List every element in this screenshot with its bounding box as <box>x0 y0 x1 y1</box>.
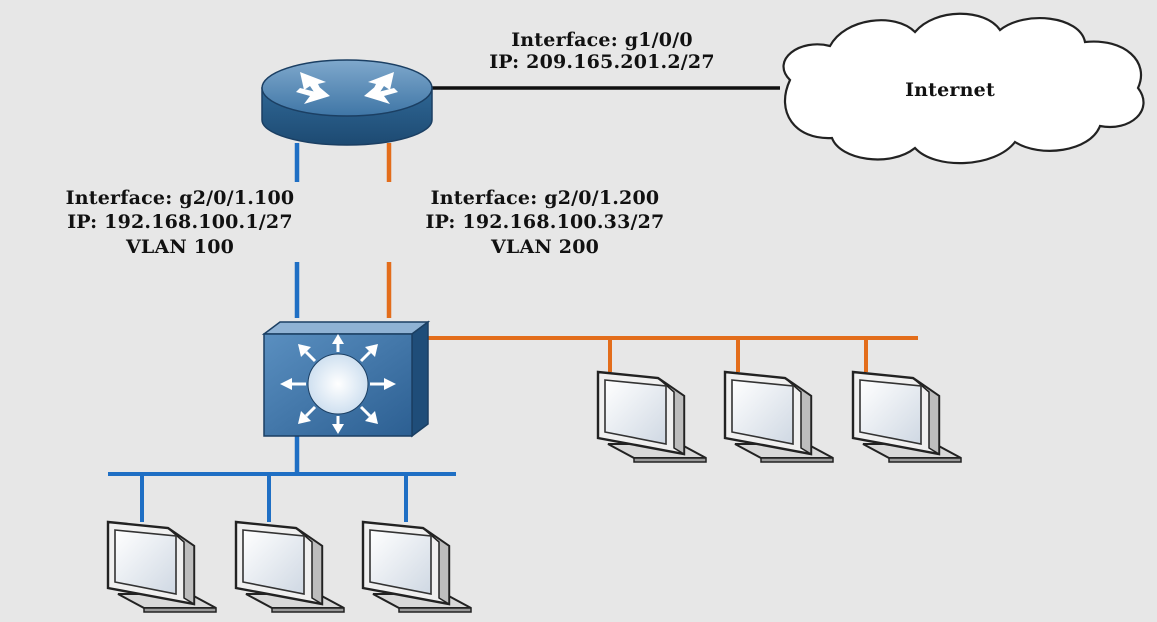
vlan-200-bus <box>426 336 918 372</box>
vlan-100-pc-2 <box>234 520 346 614</box>
subif-100-interface-label: Interface: g2/0/1.100 <box>65 187 295 209</box>
subif-200-vlan-label: VLAN 200 <box>490 236 600 258</box>
vlan-100-pc-1 <box>106 520 218 614</box>
wan-interface-label: Interface: g1/0/0 <box>511 29 693 51</box>
multilayer-switch-icon <box>261 320 431 438</box>
subif-100-ip-label: IP: 192.168.100.1/27 <box>67 211 293 233</box>
vlan-200-pc-3 <box>851 370 963 464</box>
vlan-100-bus <box>108 434 456 522</box>
subif-100-vlan-label: VLAN 100 <box>125 236 235 258</box>
vlan-100-pc-3 <box>361 520 473 614</box>
subif-200-ip-label: IP: 192.168.100.33/27 <box>425 211 665 233</box>
subif-200-interface-label: Interface: g2/0/1.200 <box>430 187 660 209</box>
router-icon <box>261 59 433 146</box>
vlan-200-pc-2 <box>723 370 835 464</box>
internet-label: Internet <box>905 79 995 101</box>
vlan-200-pc-1 <box>596 370 708 464</box>
wan-ip-label: IP: 209.165.201.2/27 <box>489 51 715 73</box>
cloud-icon <box>782 12 1145 165</box>
